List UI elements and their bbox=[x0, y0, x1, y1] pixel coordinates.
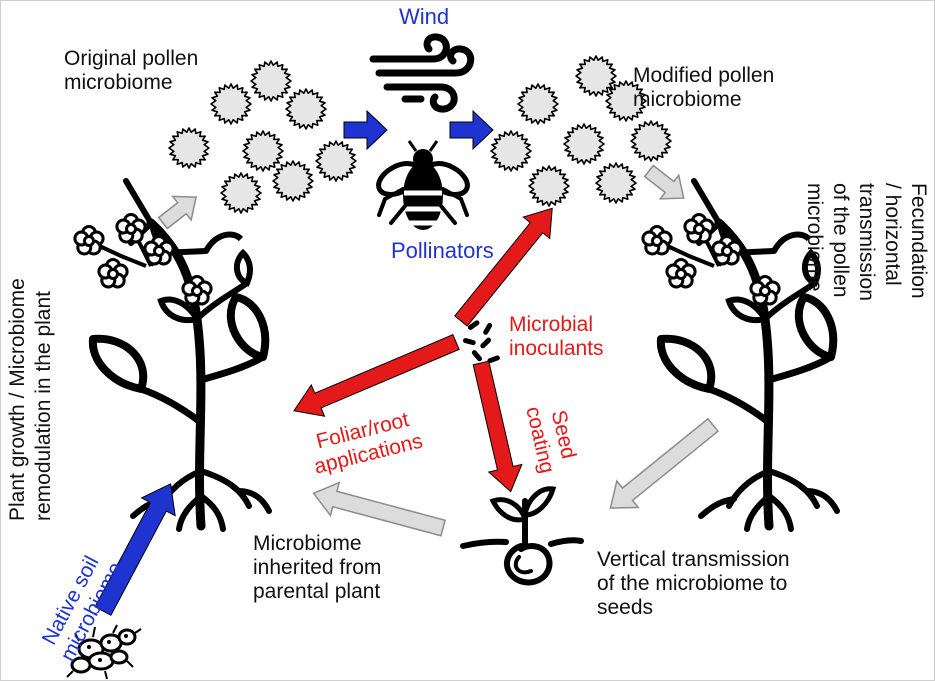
grey-arrow-plant-to-pollen bbox=[157, 195, 198, 230]
wind-icon bbox=[369, 33, 474, 113]
grey-arrow-pollen-to-plant bbox=[643, 164, 685, 200]
pollinators-label: Pollinators bbox=[391, 238, 494, 263]
red-arrow-to-plant bbox=[293, 333, 460, 417]
pollen-grain-icon bbox=[242, 130, 284, 172]
pollen-grain-icon bbox=[528, 165, 570, 207]
flowering-plant-icon bbox=[641, 181, 837, 529]
pollen-grain-icon bbox=[630, 120, 672, 162]
microbial-inoculants-label: Microbial inoculants bbox=[509, 313, 604, 360]
flower-icon bbox=[115, 213, 147, 244]
flowering-plant-icon bbox=[73, 181, 269, 529]
pollen-grain-icon bbox=[563, 123, 605, 165]
microbe-icon bbox=[462, 320, 500, 364]
pollen-grain-icon bbox=[595, 162, 637, 204]
red-arrow-to-pollen bbox=[454, 207, 553, 327]
pollen-grain-icon bbox=[220, 172, 262, 214]
original-pollen-label: Original pollen microbiome bbox=[64, 47, 199, 94]
inherited-label: Microbiome inherited from parental plant bbox=[253, 532, 382, 603]
seedling-icon bbox=[460, 486, 584, 586]
flower-icon bbox=[73, 225, 105, 256]
pollen-grain-icon bbox=[315, 140, 357, 182]
wind-label: Wind bbox=[399, 4, 450, 29]
bee-icon bbox=[376, 140, 470, 230]
pollen-grain-icon bbox=[490, 130, 532, 172]
flower-icon bbox=[683, 213, 715, 244]
pollen-grain-icon bbox=[285, 88, 327, 130]
blue-arrow-from-wind bbox=[449, 109, 494, 151]
plant-growth-label: Plant growth / Microbiome remodulation i… bbox=[6, 278, 55, 521]
flower-icon bbox=[97, 258, 129, 289]
flower-icon bbox=[641, 225, 673, 256]
pollen-grain-icon bbox=[168, 127, 210, 169]
red-arrow-to-seed bbox=[472, 360, 523, 493]
blue-arrow-soil-to-plant bbox=[94, 483, 176, 616]
modified-pollen-label: Modified pollen microbiome bbox=[633, 64, 775, 111]
flower-icon bbox=[665, 258, 697, 289]
blue-arrow-to-wind bbox=[343, 109, 388, 151]
fecundation-label: Fecundation / horizontal transmission of… bbox=[803, 183, 930, 301]
soil-microbes-icon bbox=[66, 624, 142, 680]
pollen-grain-icon bbox=[250, 60, 292, 102]
pollen-grain-icon bbox=[210, 83, 252, 125]
pollen-grain-icon bbox=[272, 160, 314, 202]
pollen-grain-icon bbox=[517, 83, 559, 125]
vertical-transmission-label: Vertical transmission of the microbiome … bbox=[597, 548, 790, 619]
grey-arrow-seed-to-plant bbox=[312, 481, 446, 537]
grey-arrow-plant-to-seed bbox=[609, 417, 720, 509]
